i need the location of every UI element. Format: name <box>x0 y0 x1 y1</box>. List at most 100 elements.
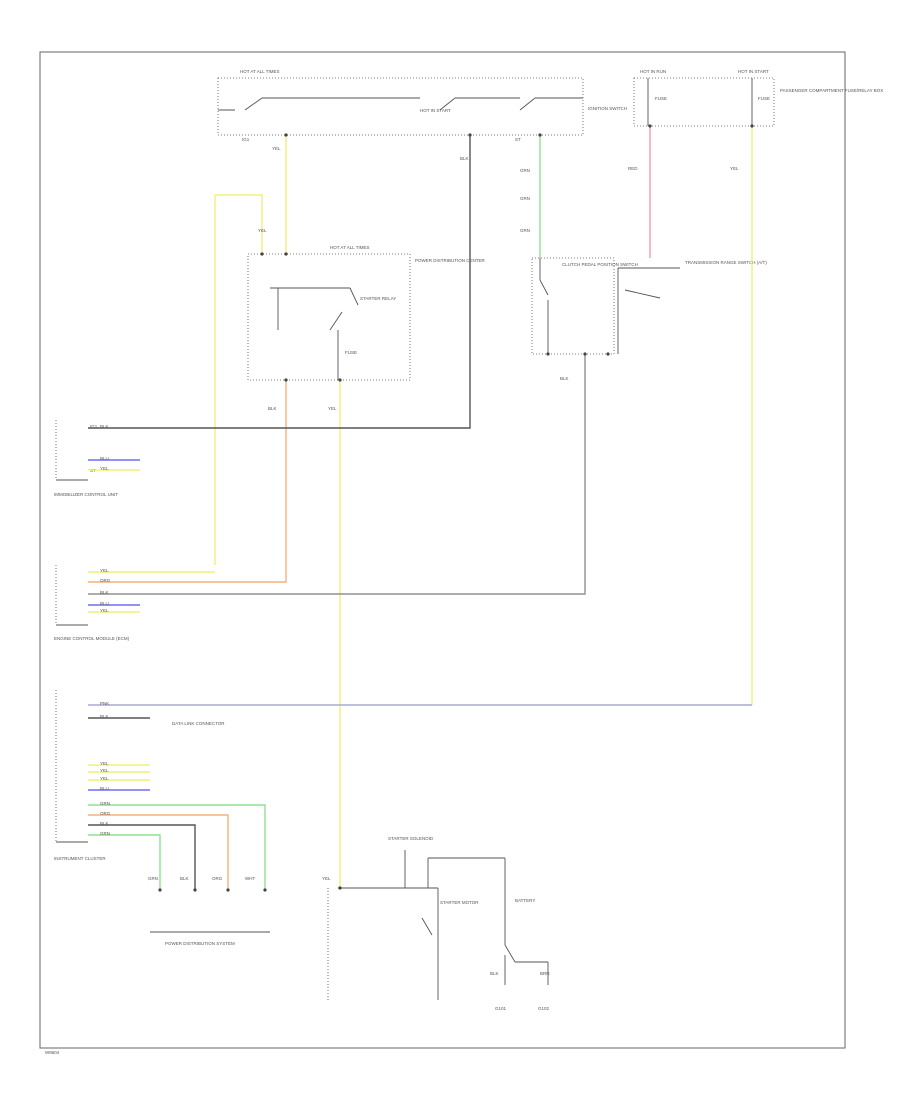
data-link-note: DATA LINK CONNECTOR <box>172 721 225 726</box>
connector-pin <box>158 888 162 892</box>
starter-motor-title: STARTER MOTOR <box>440 900 479 905</box>
ignition-pin-ig1: IG1 <box>242 137 250 142</box>
pdc-title: POWER DISTRIBUTION CENTER <box>415 258 486 263</box>
wire-color-label: YEL <box>328 406 337 411</box>
starter-solenoid-label: STARTER SOLENOID <box>388 836 434 841</box>
wire-color-label: YEL <box>258 228 267 233</box>
connector-pin <box>750 124 754 128</box>
diagram-id: W8604 <box>45 1050 60 1055</box>
wire-color-label: BLU <box>100 601 109 606</box>
connector-pin <box>468 133 472 137</box>
ignition-switch-title: IGNITION SWITCH <box>588 106 627 111</box>
green-wire-ic <box>88 804 266 890</box>
wire-color-label: GRN <box>148 876 158 881</box>
pin-label-group: YEL BLK GRN GRN GRN RED YEL YEL BLK YEL BLK BLU YEL Y… <box>100 146 739 976</box>
wire-color-label: PNK <box>100 701 109 706</box>
ignition-start-label: HOT IN START <box>420 108 451 113</box>
battery-label: BATTERY <box>515 898 535 903</box>
connector-pin <box>583 352 587 356</box>
pdc-fuse-label: FUSE <box>345 350 357 355</box>
wire-color-label: WHT <box>245 876 255 881</box>
wire-color-label: BLK <box>180 876 189 881</box>
wire-color-label: BLK <box>100 714 109 719</box>
ignition-pin-st: ST <box>515 137 521 142</box>
wire-color-label: GRN <box>100 831 110 836</box>
orange-wire-ic <box>88 814 229 890</box>
pdc-hot-label: HOT AT ALL TIMES <box>330 245 370 250</box>
ground-g101-label: G101 <box>495 1006 507 1011</box>
instrument-cluster-connector: INSTRUMENT CLUSTER DATA LINK CONNECTOR <box>54 690 225 861</box>
connector-pin <box>284 378 288 382</box>
wire-color-label: YEL <box>100 776 109 781</box>
immobilizer-pin-ig1: IG1 <box>90 424 98 429</box>
wire-color-label: YEL <box>100 568 109 573</box>
ecm-connector: ENGINE CONTROL MODULE (ECM) <box>54 565 130 641</box>
wire-color-label: YEL <box>322 876 331 881</box>
connector-pin <box>546 352 550 356</box>
immobilizer-title: IMMOBILIZER CONTROL UNIT <box>54 492 118 497</box>
wire-color-label: BRN <box>540 971 550 976</box>
connector-group <box>158 124 754 892</box>
wire-color-label: BLU <box>100 786 109 791</box>
wire-color-label: BLK <box>268 406 277 411</box>
wire-color-label: RED <box>628 166 638 171</box>
connector-pin <box>606 352 610 356</box>
transmission-range-switch: TRANSMISSION RANGE SWITCH (A/T) <box>617 260 767 354</box>
clutch-pedal-switch: CLUTCH PEDAL POSITION SWITCH <box>531 257 638 355</box>
wire-color-label: YEL <box>100 466 109 471</box>
gray-wire-clutch <box>88 354 586 595</box>
connector-pin <box>284 133 288 137</box>
power-distribution-center: POWER DISTRIBUTION CENTER STARTER RELAY … <box>247 245 486 381</box>
black-wire-ic <box>88 824 196 890</box>
transmission-switch-title: TRANSMISSION RANGE SWITCH (A/T) <box>685 260 767 265</box>
wire-color-label: BLK <box>100 424 109 429</box>
ground-g102-label: G102 <box>538 1006 550 1011</box>
orange-wire-ecm <box>88 380 287 583</box>
ignition-switch: HOT AT ALL TIMES HOT IN START IGNITION S… <box>217 69 627 142</box>
green-wire-ic-2 <box>88 834 161 890</box>
wire-color-label: BLK <box>100 590 109 595</box>
fuse-hot-run: HOT IN RUN <box>640 69 666 74</box>
connector-pin <box>284 252 288 256</box>
connector-pin <box>648 124 652 128</box>
yellow-wire-loop <box>214 194 263 565</box>
wire-color-label: BLK <box>490 971 499 976</box>
wire-color-label: BLK <box>460 156 469 161</box>
black-wire-immobilizer <box>88 135 471 429</box>
ignition-hot-label: HOT AT ALL TIMES <box>240 69 280 74</box>
power-distribution-note: POWER DISTRIBUTION SYSTEM <box>165 941 235 946</box>
clutch-switch-title: CLUTCH PEDAL POSITION SWITCH <box>562 262 638 267</box>
connector-pin <box>193 888 197 892</box>
wire-color-label: BLU <box>100 456 109 461</box>
fuse-relay-box: FUSE FUSE PASSENGER COMPARTMENT FUSE/REL… <box>633 69 883 127</box>
wire-color-label: BLK <box>100 821 109 826</box>
wire-color-label: YEL <box>100 761 109 766</box>
connector-pin <box>263 888 267 892</box>
ecm-title: ENGINE CONTROL MODULE (ECM) <box>54 636 130 641</box>
wire-group <box>88 126 753 890</box>
wire-color-label: GRN <box>100 801 110 806</box>
wire-color-label: YEL <box>730 166 739 171</box>
fuse-box-title: PASSENGER COMPARTMENT FUSE/RELAY BOX <box>780 88 883 93</box>
wire-color-label: YEL <box>272 146 281 151</box>
connector-pin <box>338 378 342 382</box>
connector-pin <box>538 133 542 137</box>
connector-pin <box>226 888 230 892</box>
wire-color-label: GRN <box>520 196 530 201</box>
wire-color-label: BLK <box>560 376 569 381</box>
starter-motor: STARTER MOTOR STARTER SOLENOID BATTERY G… <box>327 836 550 1011</box>
connector-pin <box>260 252 264 256</box>
fuse-b-label: FUSE <box>758 96 770 101</box>
wire-color-label: GRN <box>520 228 530 233</box>
fuse-a-label: FUSE <box>655 96 667 101</box>
fuse-hot-start: HOT IN START <box>738 69 769 74</box>
wire-color-label: ORG <box>100 578 111 583</box>
wire-color-label: GRN <box>520 168 530 173</box>
wire-color-label: ORG <box>212 876 223 881</box>
connector-pin <box>338 886 342 890</box>
instrument-cluster-title: INSTRUMENT CLUSTER <box>54 856 106 861</box>
wire-color-label: ORG <box>100 811 111 816</box>
starter-relay-label: STARTER RELAY <box>360 296 396 301</box>
wire-color-label: YEL <box>100 608 109 613</box>
